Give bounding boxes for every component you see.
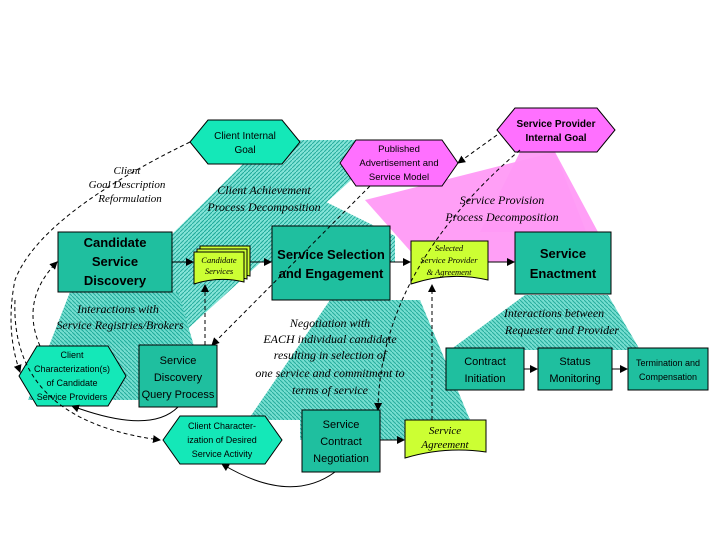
selected-provider-document[interactable]: Selected Service Provider & Agreement — [410, 240, 489, 285]
requester-line1: Interactions between — [503, 306, 604, 320]
service-selection-line2: and Engagement — [279, 266, 384, 281]
requester-line2: Requester and Provider — [504, 323, 620, 337]
reformulation-line1: Client — [114, 165, 142, 177]
dashed-providers-to-discovery — [32, 261, 58, 347]
negotiation-line2: EACH individual candidate — [262, 332, 397, 346]
char-activity-line2: ization of Desired — [187, 435, 257, 445]
interactions-registries-label: Interactions with Service Registries/Bro… — [56, 302, 184, 332]
service-contract-negotiation-box[interactable]: Service Contract Negotiation — [301, 409, 381, 473]
loop-query-to-providers — [71, 404, 179, 422]
candidate-service-discovery-box[interactable]: Candidate Service Discovery — [57, 231, 173, 293]
service-agreement-document[interactable]: Service Agreement — [404, 419, 487, 459]
char-providers-line2: Characterization(s) — [34, 364, 110, 374]
provision-line1: Service Provision — [460, 193, 545, 207]
service-enactment-box[interactable]: Service Enactment — [514, 231, 612, 295]
reformulation-line3: Reformulation — [97, 193, 162, 205]
dashed-published-to-query — [211, 185, 371, 346]
negotiation-region — [248, 300, 470, 420]
contract-initiation-line2: Initiation — [465, 373, 506, 385]
char-activity-line3: Service Activity — [192, 449, 253, 459]
candidate-service-discovery-line2: Service — [92, 254, 138, 269]
published-line1: Published — [378, 144, 420, 155]
published-line2: Advertisement and — [359, 158, 438, 169]
provider-goal-line2: Internal Goal — [525, 133, 586, 144]
query-line1: Service — [160, 355, 197, 367]
client-goal-line2: Goal — [234, 145, 255, 156]
achievement-line2: Process Decomposition — [206, 200, 320, 214]
termination-line2: Compensation — [639, 372, 697, 382]
client-internal-goal-hexagon[interactable]: Client Internal Goal — [189, 119, 301, 165]
service-provider-goal-hexagon[interactable]: Service Provider Internal Goal — [496, 107, 616, 153]
client-characterization-activity-hexagon[interactable]: Client Character- ization of Desired Ser… — [162, 415, 283, 465]
negotiation-line1: Negotiation with — [289, 316, 370, 330]
negotiation-line5: terms of service — [292, 383, 369, 397]
loop-negotiation-to-activity — [221, 463, 336, 488]
service-provision-label: Service Provision Process Decomposition — [444, 193, 558, 224]
negotiation-box-line3: Negotiation — [313, 453, 369, 465]
provider-goal-line1: Service Provider — [517, 119, 596, 130]
service-selection-line1: Service Selection — [277, 247, 385, 262]
status-monitoring-line2: Monitoring — [549, 373, 600, 385]
registries-line1: Interactions with — [76, 302, 159, 316]
termination-compensation-box[interactable]: Termination and Compensation — [627, 347, 709, 391]
char-providers-line4: Service Providers — [37, 392, 108, 402]
reformulation-line2: Goal Description — [89, 179, 166, 191]
published-advertisement-hexagon[interactable]: Published Advertisement and Service Mode… — [339, 139, 459, 187]
contract-initiation-line1: Contract — [464, 356, 506, 368]
achievement-line1: Client Achievement — [217, 183, 311, 197]
char-activity-line1: Client Character- — [188, 421, 256, 431]
provider-decomposition-top — [480, 152, 598, 232]
contract-initiation-box[interactable]: Contract Initiation — [445, 347, 525, 391]
service-enactment-line1: Service — [540, 246, 586, 261]
negotiation-line3: resulting in selection of — [274, 348, 388, 362]
status-monitoring-box[interactable]: Status Monitoring — [537, 347, 613, 391]
client-goal-line1: Client Internal — [214, 131, 276, 142]
query-line3: Query Process — [142, 389, 215, 401]
char-providers-line3: of Candidate — [46, 378, 97, 388]
negotiation-label: Negotiation with EACH individual candida… — [255, 316, 404, 397]
published-line3: Service Model — [369, 172, 429, 183]
requester-provider-region — [450, 295, 640, 350]
client-achievement-label: Client Achievement Process Decomposition — [206, 183, 320, 214]
registries-line2: Service Registries/Brokers — [56, 318, 184, 332]
service-enactment-line2: Enactment — [530, 266, 597, 281]
negotiation-box-line1: Service — [323, 419, 360, 431]
char-providers-line1: Client — [60, 350, 84, 360]
selected-line3: & Agreement — [426, 267, 472, 277]
dashed-provider-goal-to-negotiation — [374, 149, 521, 411]
selected-line1: Selected — [435, 243, 464, 253]
agreement-line1: Service — [429, 425, 461, 437]
candidate-service-discovery-line1: Candidate — [84, 235, 147, 250]
client-goal-reformulation-label: Client Goal Description Reformulation — [89, 165, 166, 205]
selected-line2: Service Provider — [420, 255, 478, 265]
termination-line1: Termination and — [636, 358, 700, 368]
client-characterization-providers-hexagon[interactable]: Client Characterization(s) of Candidate … — [18, 345, 127, 407]
provision-line2: Process Decomposition — [444, 210, 558, 224]
service-discovery-query-box[interactable]: Service Discovery Query Process — [138, 344, 218, 408]
status-monitoring-line1: Status — [559, 356, 591, 368]
dashed-goal-to-activity — [14, 299, 161, 444]
candidate-services-line2: Services — [205, 266, 234, 276]
interactions-requester-label: Interactions between Requester and Provi… — [503, 306, 620, 337]
dashed-provider-goal-to-published — [457, 134, 498, 164]
candidate-services-document[interactable]: Candidate Services — [193, 245, 251, 285]
candidate-services-line1: Candidate — [201, 255, 237, 265]
agreement-line2: Agreement — [420, 439, 469, 451]
candidate-service-discovery-line3: Discovery — [84, 273, 147, 288]
service-selection-box[interactable]: Service Selection and Engagement — [271, 225, 391, 301]
negotiation-line4: one service and commitment to — [255, 366, 404, 380]
query-line2: Discovery — [154, 372, 203, 384]
negotiation-box-line2: Contract — [320, 436, 362, 448]
